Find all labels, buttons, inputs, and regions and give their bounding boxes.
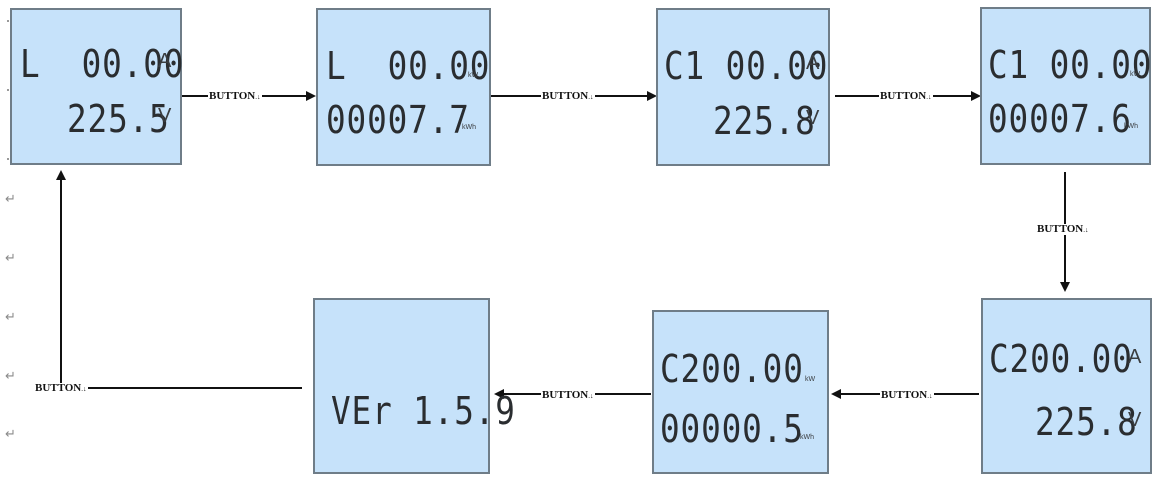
paragraph-mark: ↵ [5, 427, 16, 442]
lcd-screen-4: C1 00.00 kW 00007.6 kWh [980, 7, 1151, 165]
margin-dot [7, 89, 9, 91]
lcd-line-2: 00007.6 [988, 97, 1132, 141]
button-label: BUTTON.↓ [541, 389, 595, 401]
lcd-line-2: 225.8 [713, 99, 816, 143]
lcd-screen-6: C200.00 kW 00000.5 kWh [652, 310, 829, 474]
unit-volts: V [806, 107, 820, 129]
button-label: BUTTON.↓ [208, 90, 262, 102]
lcd-line-1: C200.00 [660, 347, 804, 391]
button-label: BUTTON.↓ [541, 90, 595, 102]
button-label: BUTTON.↓ [880, 389, 934, 401]
unit-kw: kW [805, 376, 816, 383]
firmware-version: VEr 1.5.9 [331, 389, 516, 433]
margin-dot [7, 158, 9, 160]
lcd-line-1: L 00.00 [326, 44, 491, 88]
unit-amps: A [806, 52, 820, 74]
lcd-line-2: 225.8 [1035, 400, 1138, 444]
lcd-screen-5: C200.00 A 225.8 V [981, 298, 1152, 474]
paragraph-mark: ↵ [5, 369, 16, 384]
unit-volts: V [1128, 409, 1142, 431]
unit-volts: V [158, 105, 172, 127]
lcd-line-2: 00000.5 [660, 407, 804, 451]
lcd-line-2: 225.5 [67, 97, 170, 141]
unit-kwh: kWh [462, 124, 476, 131]
lcd-line-1: C1 00.00 [664, 44, 829, 88]
unit-amps: A [158, 50, 172, 72]
unit-kw: kW [1130, 71, 1141, 78]
margin-dot [7, 20, 9, 22]
lcd-line-1: L 00.00 [20, 42, 185, 86]
unit-kwh: kWh [800, 434, 814, 441]
paragraph-mark: ↵ [5, 310, 16, 325]
unit-kwh: kWh [1124, 123, 1138, 130]
lcd-screen-1: L 00.00 A 225.5 V [10, 8, 185, 165]
lcd-line-1: C1 00.00 [988, 43, 1153, 87]
paragraph-mark: ↵ [5, 192, 16, 207]
lcd-line-1: C200.00 [989, 337, 1133, 381]
button-label: BUTTON.↓ [1036, 223, 1090, 235]
button-label: BUTTON.↓ [879, 90, 933, 102]
button-label: BUTTON.↓ [34, 382, 88, 394]
unit-amps: A [1128, 346, 1142, 368]
paragraph-mark: ↵ [5, 251, 16, 266]
lcd-line-2: 00007.7 [326, 98, 470, 142]
unit-kw: kW [468, 72, 479, 79]
lcd-screen-7-version: VEr 1.5.9 [313, 298, 515, 474]
lcd-screen-2: L 00.00 kW 00007.7 kWh [316, 8, 491, 166]
lcd-screen-3: C1 00.00 A 225.8 V [656, 8, 830, 166]
